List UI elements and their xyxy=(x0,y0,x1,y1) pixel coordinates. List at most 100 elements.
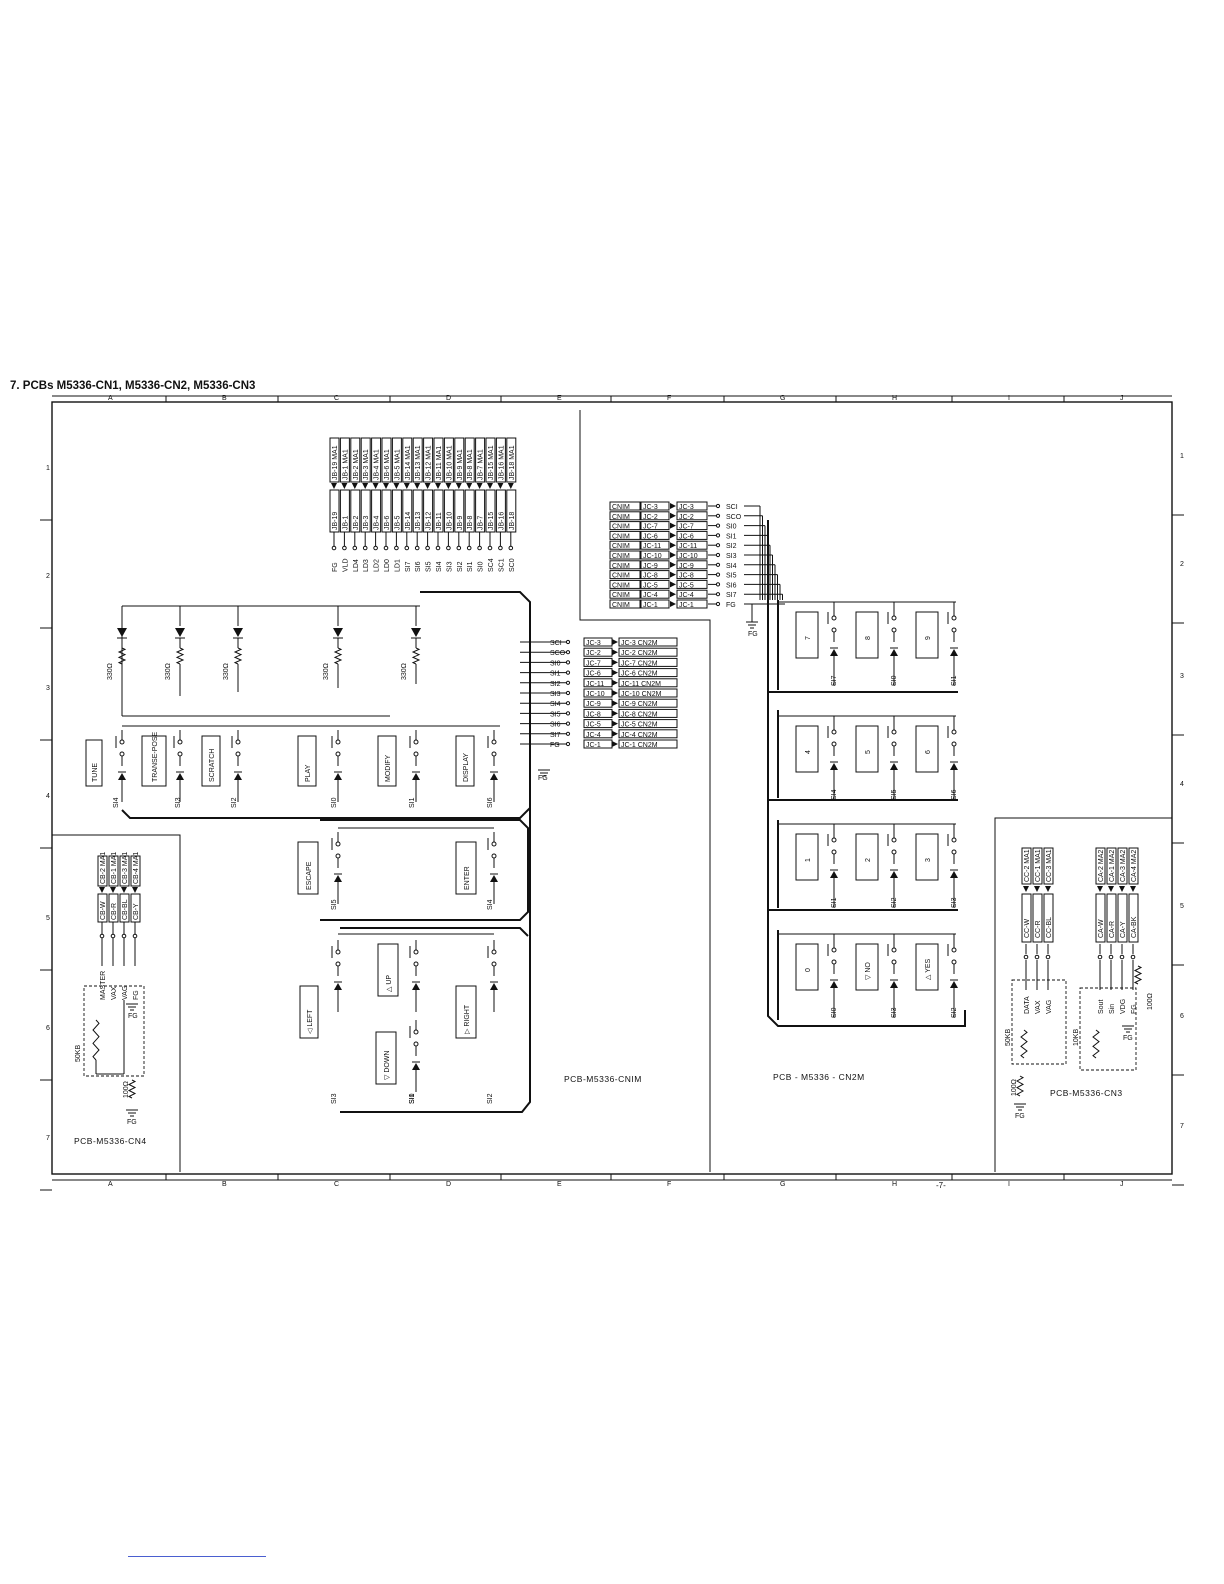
connector-pin-label: JC-10 xyxy=(679,553,698,560)
connector-pin-box xyxy=(495,437,506,483)
terminal xyxy=(715,503,721,509)
key-button-left xyxy=(299,985,319,1039)
signal-label: LD4 xyxy=(353,559,360,572)
diode-symbol xyxy=(118,773,126,780)
signal-label: SI3 xyxy=(550,691,561,698)
connector-pin-label: CC-1 MA1 xyxy=(1035,849,1042,882)
connector-pin-label: CA-4 MA2 xyxy=(1131,850,1138,882)
signal-label: VLD xyxy=(342,558,349,572)
key-button-9 xyxy=(915,611,939,659)
connector-pin-label: JC-11 xyxy=(643,543,661,550)
key-signal-label: SI0 xyxy=(831,1007,838,1018)
connector-pin-label: JC-6 CN2M xyxy=(621,671,658,678)
key-signal-label: SI1 xyxy=(831,897,838,908)
terminal xyxy=(425,545,430,551)
terminal xyxy=(565,741,571,747)
connector-arrow xyxy=(670,581,676,588)
connector-pin-box xyxy=(433,437,444,483)
connector-pin-label: CB-3 MA1 xyxy=(122,852,129,884)
key-label: 1 xyxy=(805,858,812,862)
diode-symbol xyxy=(890,981,898,988)
connector-pin-box xyxy=(391,437,402,483)
key-button-play xyxy=(297,735,317,787)
connector-arrow xyxy=(670,542,676,549)
key-label: PLAY xyxy=(305,764,312,782)
connector-pin-label: JC-5 xyxy=(643,582,658,589)
switch-contact xyxy=(413,1029,419,1035)
switch-contact xyxy=(335,841,341,847)
connector-pin-label: CNIM xyxy=(612,602,630,609)
grid-row-label: 1 xyxy=(1180,453,1184,460)
connector-pin-label: JC-7 CN2M xyxy=(621,660,658,667)
connector-pin-label: CB-Y xyxy=(133,903,140,920)
connector-pin-label: JC-7 xyxy=(643,524,658,531)
pot-signal-label: VAX xyxy=(111,986,118,1000)
connector-pin-box xyxy=(1095,893,1106,943)
connector-pin-box xyxy=(464,437,475,483)
connector-pin-label: JC-6 xyxy=(643,533,658,540)
key-signal-label: SI6 xyxy=(951,789,958,800)
terminal xyxy=(121,933,127,939)
connector-pin-label: JC-9 xyxy=(679,563,694,570)
connector-pin-label: JB-11 xyxy=(436,512,443,530)
signal-label: SI4 xyxy=(436,561,443,572)
connector-pin-label: JB-16 xyxy=(498,512,505,530)
connector-arrow xyxy=(110,887,116,893)
connector-arrow xyxy=(670,591,676,598)
resistor-symbol xyxy=(1015,1075,1025,1097)
switch-contact xyxy=(891,615,897,621)
connector-pin-label: JC-5 CN2M xyxy=(621,722,658,729)
connector-pin-label: CC-2 MA1 xyxy=(1024,849,1031,882)
connector-pin-label: JC-4 xyxy=(586,732,601,739)
terminal xyxy=(715,533,721,538)
switch-contact xyxy=(413,1041,419,1047)
grid-row-label: 3 xyxy=(1180,673,1184,680)
connector-pin-label: JB-1 MA1 xyxy=(342,449,349,480)
connector-pin-label: CA-1 MA2 xyxy=(1109,850,1116,882)
switch-contact xyxy=(951,729,957,735)
connector-pin-box xyxy=(454,437,465,483)
terminal xyxy=(110,933,116,939)
terminal xyxy=(373,545,378,551)
connector-arrow xyxy=(362,483,369,489)
connector-pin-label: JB-3 xyxy=(363,516,370,531)
connector-arrow xyxy=(612,710,618,717)
key-signal-label: SI6 xyxy=(487,797,494,808)
connector-pin-box xyxy=(676,540,708,550)
terminal xyxy=(1108,954,1114,960)
key-signal-label: SI5 xyxy=(331,899,338,910)
diode-symbol xyxy=(334,773,342,780)
connector-arrow xyxy=(670,532,676,539)
connector-pin-label: JC-1 xyxy=(586,742,601,749)
diode-symbol xyxy=(490,875,498,882)
connector-pin-box xyxy=(443,437,454,483)
key-signal-label: SI7 xyxy=(831,675,838,686)
key-button-up xyxy=(377,943,399,997)
connector-pin-label: JC-6 xyxy=(586,671,601,678)
grid-row-label: 4 xyxy=(46,793,50,800)
connector-pin-label: CB-4 MA1 xyxy=(133,852,140,884)
connector-pin-label: JC-7 xyxy=(586,660,601,667)
connector-pin-box xyxy=(609,521,641,531)
pot-signal-label: VAG xyxy=(122,986,129,1000)
signal-label: SI0 xyxy=(550,660,561,667)
switch-contact xyxy=(951,741,957,747)
connector-arrow xyxy=(331,483,337,489)
connector-arrow xyxy=(445,483,452,489)
pot-signal-label: Sin xyxy=(1109,1004,1116,1014)
connector-pin-box xyxy=(676,589,708,599)
diode-symbol xyxy=(490,773,498,780)
key-label: TUNE xyxy=(92,763,99,782)
connector-pin-box xyxy=(618,637,678,647)
connector-pin-box xyxy=(676,530,708,540)
connector-pin-box xyxy=(371,437,382,483)
connector-arrow xyxy=(1130,886,1136,892)
connector-pin-box xyxy=(618,739,678,749)
connector-arrow xyxy=(670,601,676,607)
pot-value: 10KB xyxy=(1073,1029,1080,1046)
grid-column-label: A xyxy=(108,395,113,402)
terminal xyxy=(435,545,441,551)
connector-arrow xyxy=(670,503,676,509)
cn1m-board-outline xyxy=(52,834,181,1172)
signal-label: SI7 xyxy=(726,592,737,599)
